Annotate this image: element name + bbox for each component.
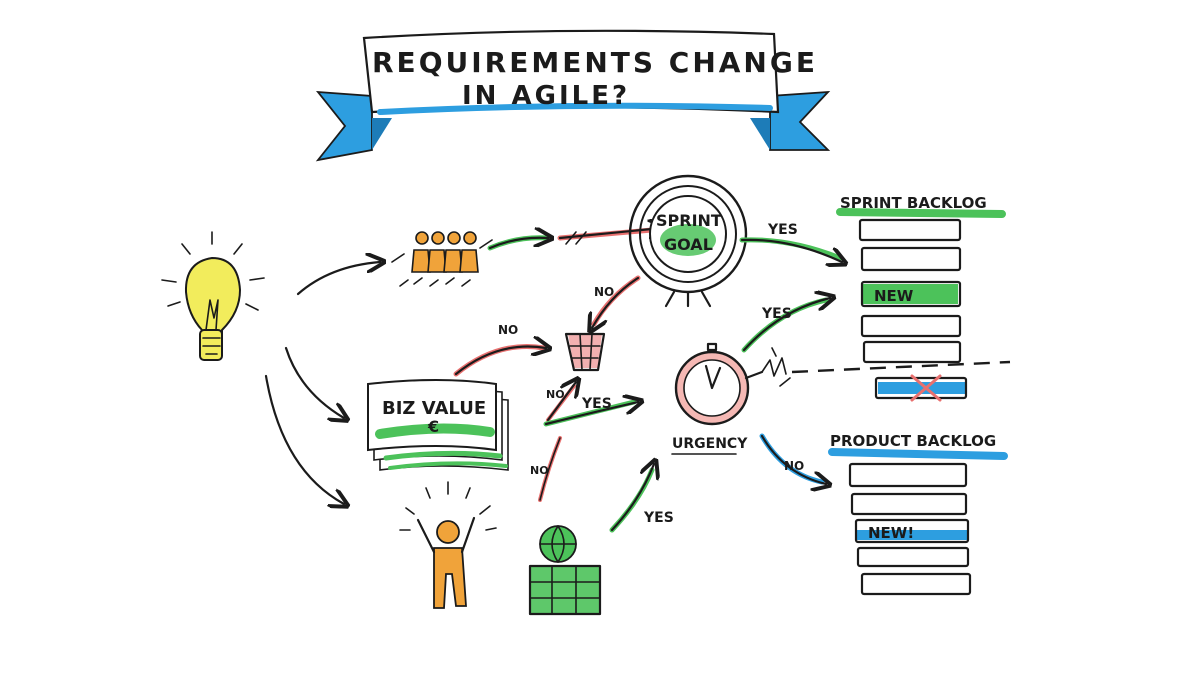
removed-cross-icon bbox=[910, 374, 942, 402]
globe-to-urgency-arrow bbox=[610, 464, 654, 532]
idea-to-value-arrow bbox=[284, 346, 344, 418]
trash-basket-icon bbox=[564, 332, 606, 372]
money-stack-icon: BIZ VALUE € bbox=[367, 379, 509, 471]
sprint-backlog-title: SPRINT BACKLOG bbox=[840, 194, 987, 212]
title-line-1: REQUIREMENTS CHANGE bbox=[372, 46, 818, 79]
target-icon: SPRINT GOAL bbox=[628, 174, 748, 308]
product-backlog: PRODUCT BACKLOG NEW! bbox=[828, 432, 1008, 596]
sprint-backlog: SPRINT BACKLOG NEW bbox=[836, 194, 1006, 402]
arrow-to-target bbox=[558, 228, 662, 238]
clock-icon bbox=[674, 342, 791, 426]
cross-arrow-no bbox=[546, 382, 576, 422]
sprint-new-item bbox=[860, 280, 962, 308]
product-backlog-title: PRODUCT BACKLOG bbox=[830, 432, 996, 450]
idea-to-person-arrow bbox=[264, 374, 344, 504]
edge-globe-yes: YES bbox=[643, 510, 674, 526]
edge-cross-no: NO bbox=[546, 388, 565, 401]
sprint-new-label: NEW bbox=[874, 287, 914, 305]
product-new-item bbox=[854, 518, 970, 544]
edge-value-yes: YES bbox=[581, 396, 612, 412]
cheering-person-icon bbox=[399, 481, 497, 609]
value-to-trash-arrow bbox=[454, 346, 546, 376]
goal-to-trash-arrow bbox=[592, 276, 640, 328]
edge-value-no: NO bbox=[498, 323, 518, 337]
capacity-line bbox=[791, 360, 1011, 374]
sprint-goal-line-2: GOAL bbox=[664, 235, 713, 254]
lightbulb-icon bbox=[161, 231, 265, 361]
urgency-to-sprint-arrow bbox=[742, 298, 830, 352]
team-icon bbox=[391, 231, 493, 287]
urgency-to-product-arrow bbox=[760, 434, 826, 484]
goal-to-sprint-arrow bbox=[740, 238, 842, 262]
title-line-2: IN AGILE? bbox=[462, 81, 630, 111]
idea-to-team-arrow bbox=[296, 262, 380, 296]
urgency-label: URGENCY bbox=[672, 436, 748, 452]
edge-urgency-no: NO bbox=[784, 459, 804, 473]
edge-goal-yes: YES bbox=[767, 222, 798, 238]
title-banner: REQUIREMENTS CHANGE IN AGILE? bbox=[315, 29, 831, 162]
team-to-goal-arrow bbox=[488, 238, 548, 250]
sprint-goal-line-1: SPRINT bbox=[656, 211, 722, 230]
globe-icon bbox=[528, 525, 602, 616]
sprint-removed-item bbox=[874, 376, 968, 400]
edge-globe-no: NO bbox=[530, 464, 549, 477]
product-new-label: NEW! bbox=[868, 524, 914, 542]
edge-goal-no: NO bbox=[594, 285, 614, 299]
biz-value-label: BIZ VALUE bbox=[382, 398, 486, 419]
euro-sign: € bbox=[427, 417, 439, 436]
value-to-urgency-arrow bbox=[544, 402, 638, 426]
edge-urgency-yes: YES bbox=[761, 306, 792, 322]
